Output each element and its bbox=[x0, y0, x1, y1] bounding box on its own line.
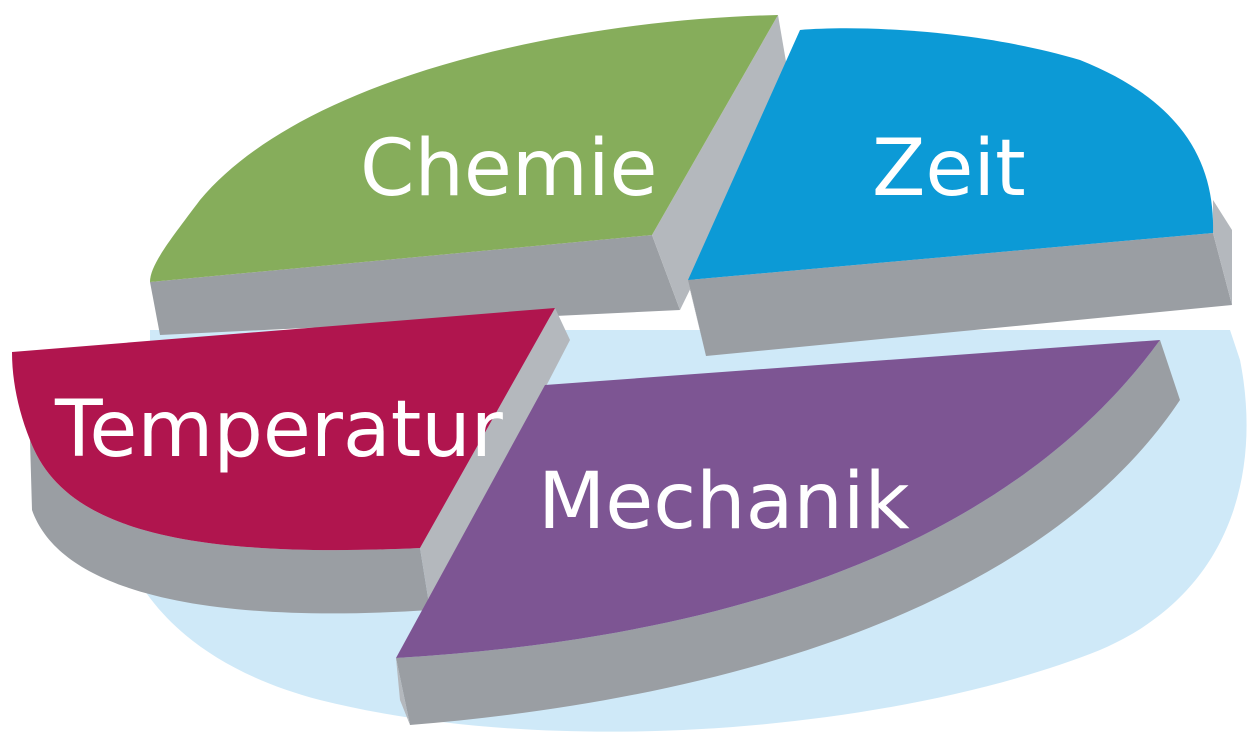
segment-zeit: Zeit bbox=[688, 28, 1232, 356]
segment-zeit-label: Zeit bbox=[872, 124, 1026, 214]
segment-temperatur-side-front bbox=[30, 440, 430, 614]
segment-chemie-side-right bbox=[652, 15, 790, 310]
segment-mechanik: Mechanik bbox=[396, 340, 1180, 725]
segment-mechanik-side-left bbox=[396, 658, 410, 725]
segment-temperatur: Temperatur bbox=[12, 308, 570, 614]
segment-zeit-side-right bbox=[1213, 200, 1232, 305]
segment-temperatur-top bbox=[12, 308, 555, 551]
segment-temperatur-side-right bbox=[420, 308, 570, 610]
segment-chemie: Chemie bbox=[150, 15, 790, 335]
segment-temperatur-label: Temperatur bbox=[54, 385, 504, 475]
segment-mechanik-side-front bbox=[396, 340, 1180, 725]
segment-zeit-top bbox=[688, 28, 1214, 281]
segment-chemie-top bbox=[150, 15, 778, 282]
segment-zeit-side-left bbox=[688, 280, 706, 356]
segment-mechanik-label: Mechanik bbox=[538, 457, 910, 547]
segment-mechanik-top bbox=[396, 340, 1160, 658]
segment-chemie-label: Chemie bbox=[360, 124, 658, 214]
segment-zeit-side-front bbox=[688, 233, 1232, 356]
